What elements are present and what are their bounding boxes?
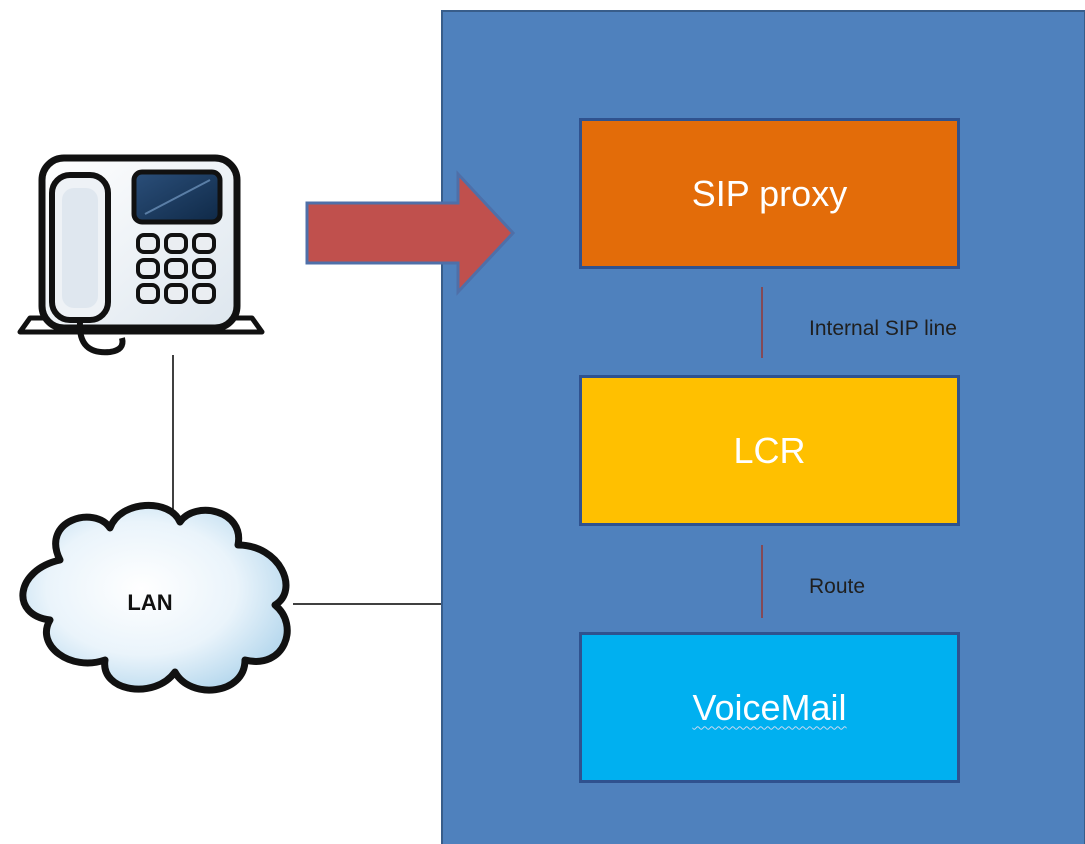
lcr-label: LCR xyxy=(733,429,806,471)
sip-proxy-node: SIP proxy xyxy=(579,118,960,269)
lcr-node: LCR xyxy=(579,375,960,526)
sip-proxy-label: SIP proxy xyxy=(691,172,848,214)
route-label: Route xyxy=(809,575,866,598)
lan-label: LAN xyxy=(127,590,173,615)
voicemail-label: VoiceMail xyxy=(692,686,847,728)
internal-sip-line-label: Internal SIP line xyxy=(809,317,957,340)
voicemail-node: VoiceMail xyxy=(579,632,960,783)
